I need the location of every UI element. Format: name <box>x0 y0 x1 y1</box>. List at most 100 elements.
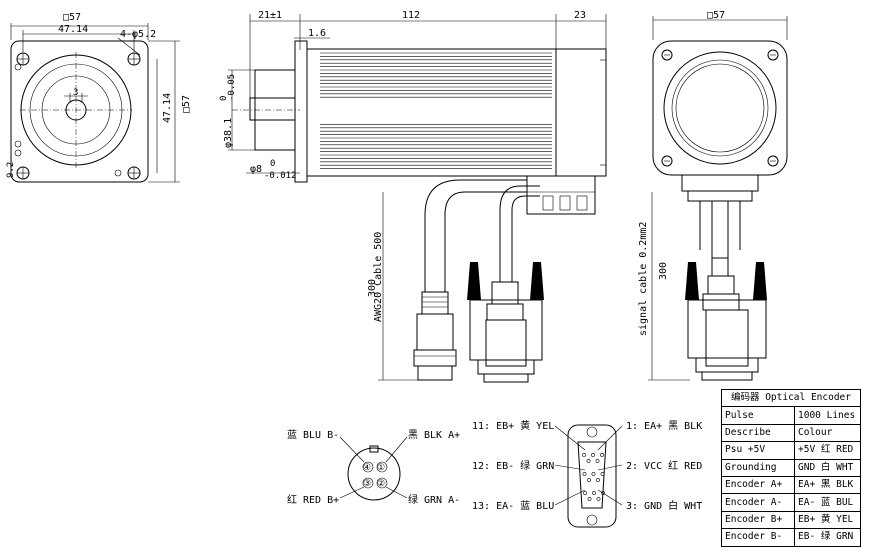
table-cell: Encoder A+ <box>721 475 795 495</box>
motor-pin-3: ③ <box>363 479 371 489</box>
db15-right-label-1: 1: EA+ 黑 BLK <box>626 420 702 432</box>
table-cell: Psu +5V <box>721 441 795 460</box>
table-row: Psu +5V+5V 红 RED <box>721 441 861 460</box>
side-encoder-cable-a <box>499 185 540 282</box>
rear-cable-note: signal cable 0.2mm2 <box>638 222 649 336</box>
front-mounting-holes <box>16 52 141 180</box>
front-key-width: 3 <box>73 88 78 98</box>
db15-pin <box>600 453 604 457</box>
db15-face <box>577 441 607 509</box>
side-view: 21±1 112 23 1.6 φ38.1 0 -0.05 φ8 0 -0.0 <box>219 10 607 383</box>
side-flange <box>294 40 308 183</box>
db15-pin <box>592 491 596 495</box>
side-shaft-dia: φ8 <box>250 164 262 175</box>
front-holes-note: 4-φ5.2 <box>120 29 156 40</box>
db15-pin <box>582 472 587 476</box>
front-outer-size-label: □57 <box>63 12 81 23</box>
table-cell: 1000 Lines <box>794 406 861 425</box>
table-cell: Encoder B- <box>721 528 795 547</box>
table-cell: Pulse <box>721 406 795 425</box>
side-body-len: 112 <box>402 10 420 21</box>
table-cell: Colour <box>794 423 861 443</box>
db15-pinout: 11: EB+ 黄 YEL 12: EB- 绿 GRN 13: EA- 蓝 BL… <box>472 419 702 528</box>
rear-db15-connector <box>685 257 767 381</box>
front-outer-size-v: □57 <box>181 95 192 113</box>
side-encoder-len: 23 <box>574 10 586 21</box>
motor-label-b-plus: 红 RED B+ <box>287 493 339 506</box>
table-row: Encoder B-EB- 绿 GRN <box>721 528 861 547</box>
table-cell: Encoder A- <box>721 493 795 512</box>
db15-pins <box>582 453 605 501</box>
db15-right-label-2: 2: VCC 红 RED <box>626 459 702 472</box>
db15-shell <box>567 424 617 528</box>
db15-pin <box>587 497 592 501</box>
side-flange-thk: 1.6 <box>308 28 326 39</box>
db15-right-label-3: 3: GND 白 WHT <box>626 499 702 512</box>
front-view: □57 47.14 4-φ5.2 47.14 □57 3 9.2 <box>6 12 192 183</box>
table-cell: EA- 蓝 BUL <box>794 493 861 512</box>
db15-left-label-1: 11: EB+ 黄 YEL <box>472 419 554 432</box>
motor-pin-1: ① <box>377 463 385 473</box>
motor-pin-2: ② <box>377 479 385 489</box>
side-shaft-tol-lo: -0.012 <box>264 171 297 181</box>
db15-pin <box>587 478 591 482</box>
side-cable-note: AWG20 Cable 500 <box>373 232 384 322</box>
table-row: Encoder A-EA- 蓝 BUL <box>721 493 861 512</box>
db15-left-label-3: 13: EA- 蓝 BLU <box>472 500 554 512</box>
side-shaft <box>249 97 296 121</box>
db15-pin <box>591 472 596 476</box>
motor-pin-4: ④ <box>363 463 371 473</box>
db15-pin <box>596 497 601 501</box>
db15-pin <box>582 453 586 457</box>
motor-label-b-minus: 蓝 BLU B- <box>287 429 339 441</box>
front-hole-spacing-v: 47.14 <box>162 93 173 123</box>
motor-label-a-minus: 绿 GRN A- <box>408 493 460 506</box>
table-row: Encoder B+EB+ 黄 YEL <box>721 510 861 530</box>
motor-aviation-connector <box>413 291 457 381</box>
table-cell: +5V 红 RED <box>794 441 861 460</box>
rear-encoder-cover <box>663 51 777 165</box>
side-cable-gland <box>526 175 596 215</box>
db15-pin <box>600 472 605 476</box>
db15-left-label-2: 12: EB- 绿 GRN <box>472 459 554 472</box>
db15-pin <box>591 453 595 457</box>
rear-cable-len: 300 <box>658 262 669 280</box>
motor-connector-pinout: ④ ① ③ ② 蓝 BLU B- 黑 BLK A+ 红 RED B+ 绿 GRN… <box>287 429 460 506</box>
table-cell: EB+ 黄 YEL <box>794 510 861 530</box>
side-motor-cable-inner <box>444 191 527 292</box>
encoder-table-title: 编码器 Optical Encoder <box>721 388 861 408</box>
table-cell: Describe <box>721 423 795 443</box>
side-shaft-tol-hi: 0 <box>270 159 275 169</box>
table-cell: GND 白 WHT <box>794 458 861 477</box>
side-flange-len: 21±1 <box>258 10 282 21</box>
motor-connector-face <box>347 447 401 501</box>
side-fins <box>320 52 552 169</box>
db15-pin <box>595 459 600 463</box>
rear-view: □57 signal cable 0.2mm2 <box>638 10 788 381</box>
table-cell: Encoder B+ <box>721 510 795 530</box>
table-row: Encoder A+EA+ 黑 BLK <box>721 475 861 495</box>
motor-label-a-plus: 黑 BLK A+ <box>408 429 460 441</box>
table-cell: Grounding <box>721 458 795 477</box>
front-edge-dim: 9.2 <box>6 162 16 178</box>
rear-outer-size-label: □57 <box>707 10 725 21</box>
side-db15-connector <box>467 262 544 383</box>
db15-pin <box>596 478 600 482</box>
table-cell: EB- 绿 GRN <box>794 528 861 547</box>
db15-pin <box>583 491 587 495</box>
side-boss-tol-hi: 0 <box>219 96 229 101</box>
side-encoder-housing <box>555 48 607 177</box>
side-motor-body <box>306 48 557 177</box>
side-motor-cable-outer <box>424 179 527 292</box>
db15-pin <box>601 491 605 495</box>
db15-pin <box>586 459 591 463</box>
table-cell: EA+ 黑 BLK <box>794 475 861 495</box>
rear-housing <box>652 40 788 176</box>
side-encoder-cable-b <box>511 195 540 282</box>
side-cable-len: 300 <box>367 279 378 297</box>
front-hole-spacing-h: 47.14 <box>58 24 88 35</box>
